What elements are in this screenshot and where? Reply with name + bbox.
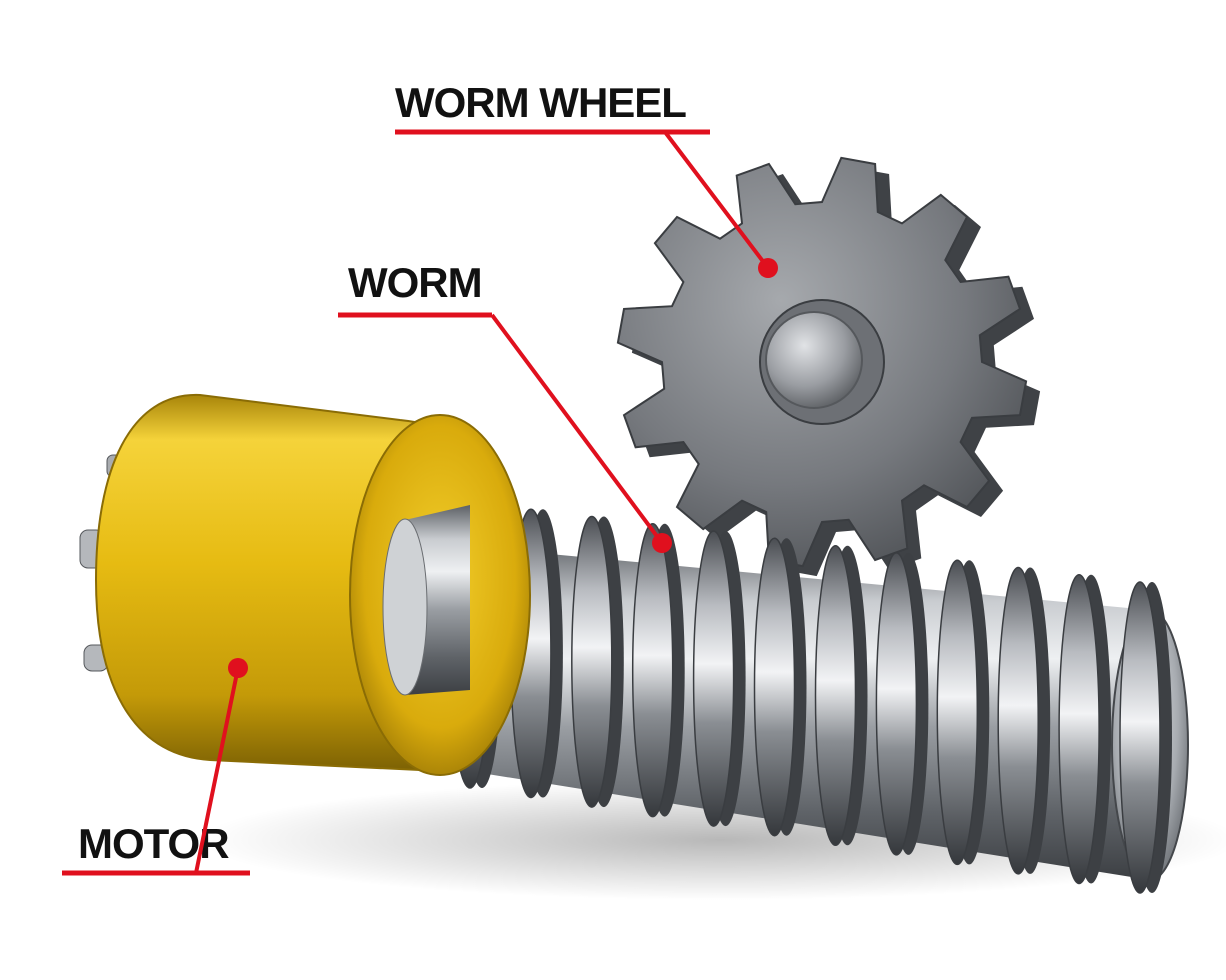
worm-wheel-icon [618, 158, 1040, 576]
worm-thread [1120, 582, 1160, 893]
worm-wheel-hub [766, 312, 862, 408]
worm-wheel-marker-dot [758, 258, 778, 278]
worm-thread [694, 531, 734, 826]
worm-thread [572, 517, 612, 808]
worm-thread [937, 560, 977, 864]
motor-marker-dot [228, 658, 248, 678]
worm-marker-dot [652, 533, 672, 553]
worm-thread [755, 538, 795, 835]
worm-thread [998, 568, 1038, 874]
motor-shaft-collar [383, 519, 427, 695]
worm-thread [1059, 575, 1099, 884]
worm-thread [816, 546, 856, 846]
worm-thread [876, 553, 916, 855]
motor-icon [80, 395, 530, 775]
worm-wheel-label: WORM WHEEL [395, 79, 686, 126]
worm-label: WORM [348, 259, 482, 306]
worm-thread [633, 524, 673, 817]
